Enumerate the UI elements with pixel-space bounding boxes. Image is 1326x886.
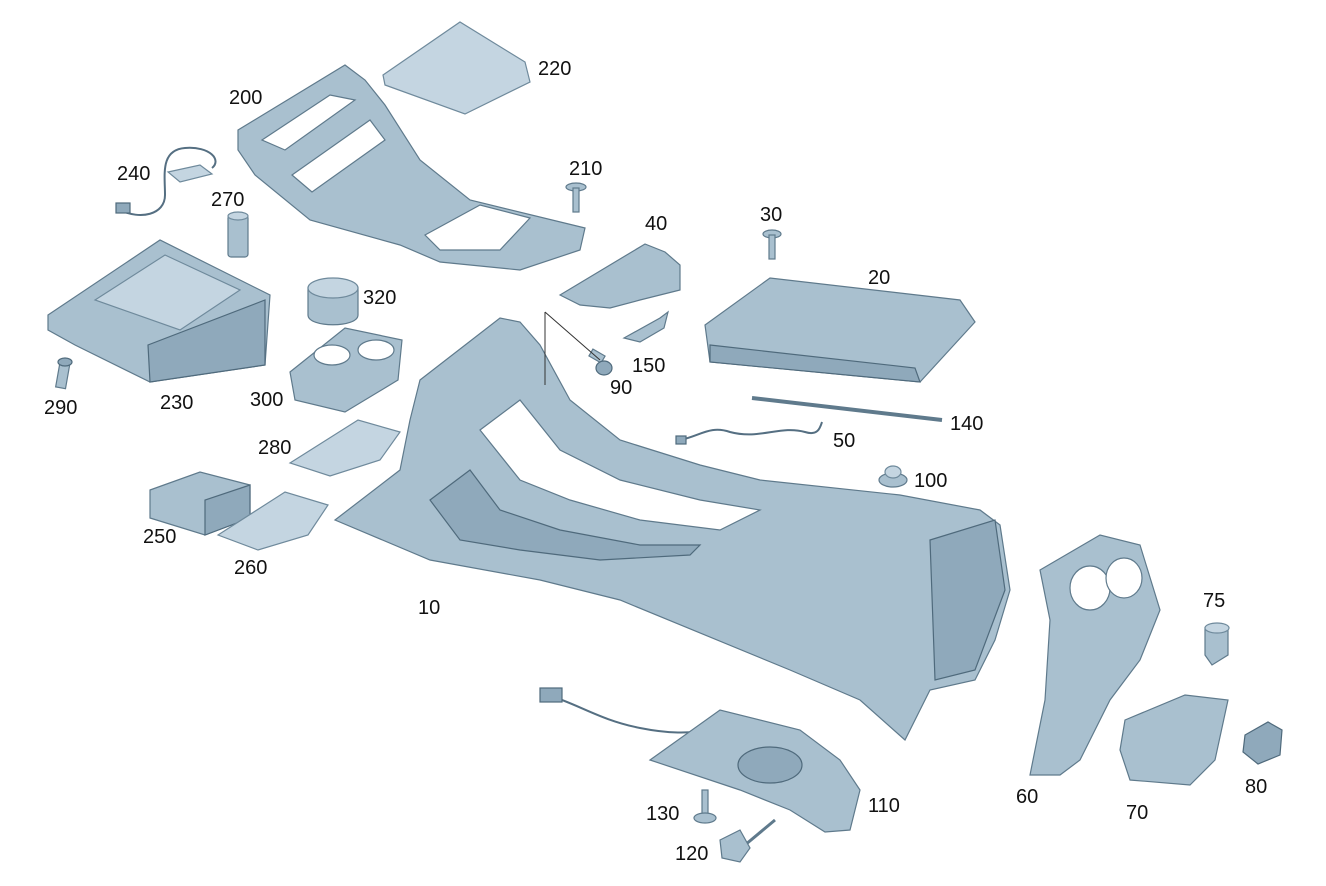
part-20-armrest-lid	[704, 277, 976, 383]
part-90-screw	[588, 348, 613, 376]
label-250: 250	[143, 526, 177, 548]
part-70-tray	[1119, 694, 1229, 786]
label-75: 75	[1203, 590, 1226, 612]
label-30: 30	[760, 204, 783, 226]
part-130-screw	[693, 789, 717, 824]
label-290: 290	[44, 397, 78, 419]
label-140: 140	[950, 413, 984, 435]
part-80-switch	[1242, 721, 1283, 765]
label-220: 220	[538, 58, 572, 80]
part-100-knob	[878, 465, 908, 488]
label-130: 130	[646, 803, 680, 825]
part-280-mat	[288, 419, 401, 477]
part-290-bolt	[54, 357, 73, 390]
part-320-cup	[307, 277, 359, 326]
label-150: 150	[632, 355, 666, 377]
label-320: 320	[363, 287, 397, 309]
label-80: 80	[1245, 776, 1268, 798]
label-70: 70	[1126, 802, 1149, 824]
label-260: 260	[234, 557, 268, 579]
part-240-cable	[115, 146, 217, 216]
part-10-main-console	[333, 317, 1011, 741]
leader-lines	[544, 311, 601, 385]
label-50: 50	[833, 430, 856, 452]
part-75-plug	[1204, 622, 1230, 666]
label-10: 10	[418, 597, 441, 619]
part-300-cupholder	[289, 327, 403, 413]
part-30-screw	[762, 229, 782, 260]
label-90: 90	[610, 377, 633, 399]
label-300: 300	[250, 389, 284, 411]
part-60-rear-vent	[1029, 534, 1161, 776]
part-50-harness	[675, 421, 823, 445]
label-40: 40	[645, 213, 668, 235]
label-270: 270	[211, 189, 245, 211]
label-60: 60	[1016, 786, 1039, 808]
part-210-screw	[565, 182, 587, 213]
label-100: 100	[914, 470, 948, 492]
label-240: 240	[117, 163, 151, 185]
label-280: 280	[258, 437, 292, 459]
part-120-actuator	[719, 818, 776, 863]
part-140-rod	[751, 396, 943, 422]
label-120: 120	[675, 843, 709, 865]
label-200: 200	[229, 87, 263, 109]
label-20: 20	[868, 267, 891, 289]
part-200-trim-frame	[237, 64, 586, 271]
part-220-cover	[382, 21, 531, 115]
part-110-blower	[539, 687, 861, 833]
label-110: 110	[868, 795, 900, 817]
part-230-module	[47, 239, 271, 383]
part-150-clip	[622, 310, 669, 343]
label-210: 210	[569, 158, 603, 180]
part-270-socket	[227, 211, 249, 258]
part-260-tray	[216, 491, 329, 551]
label-230: 230	[160, 392, 194, 414]
part-40-bracket	[558, 243, 681, 309]
